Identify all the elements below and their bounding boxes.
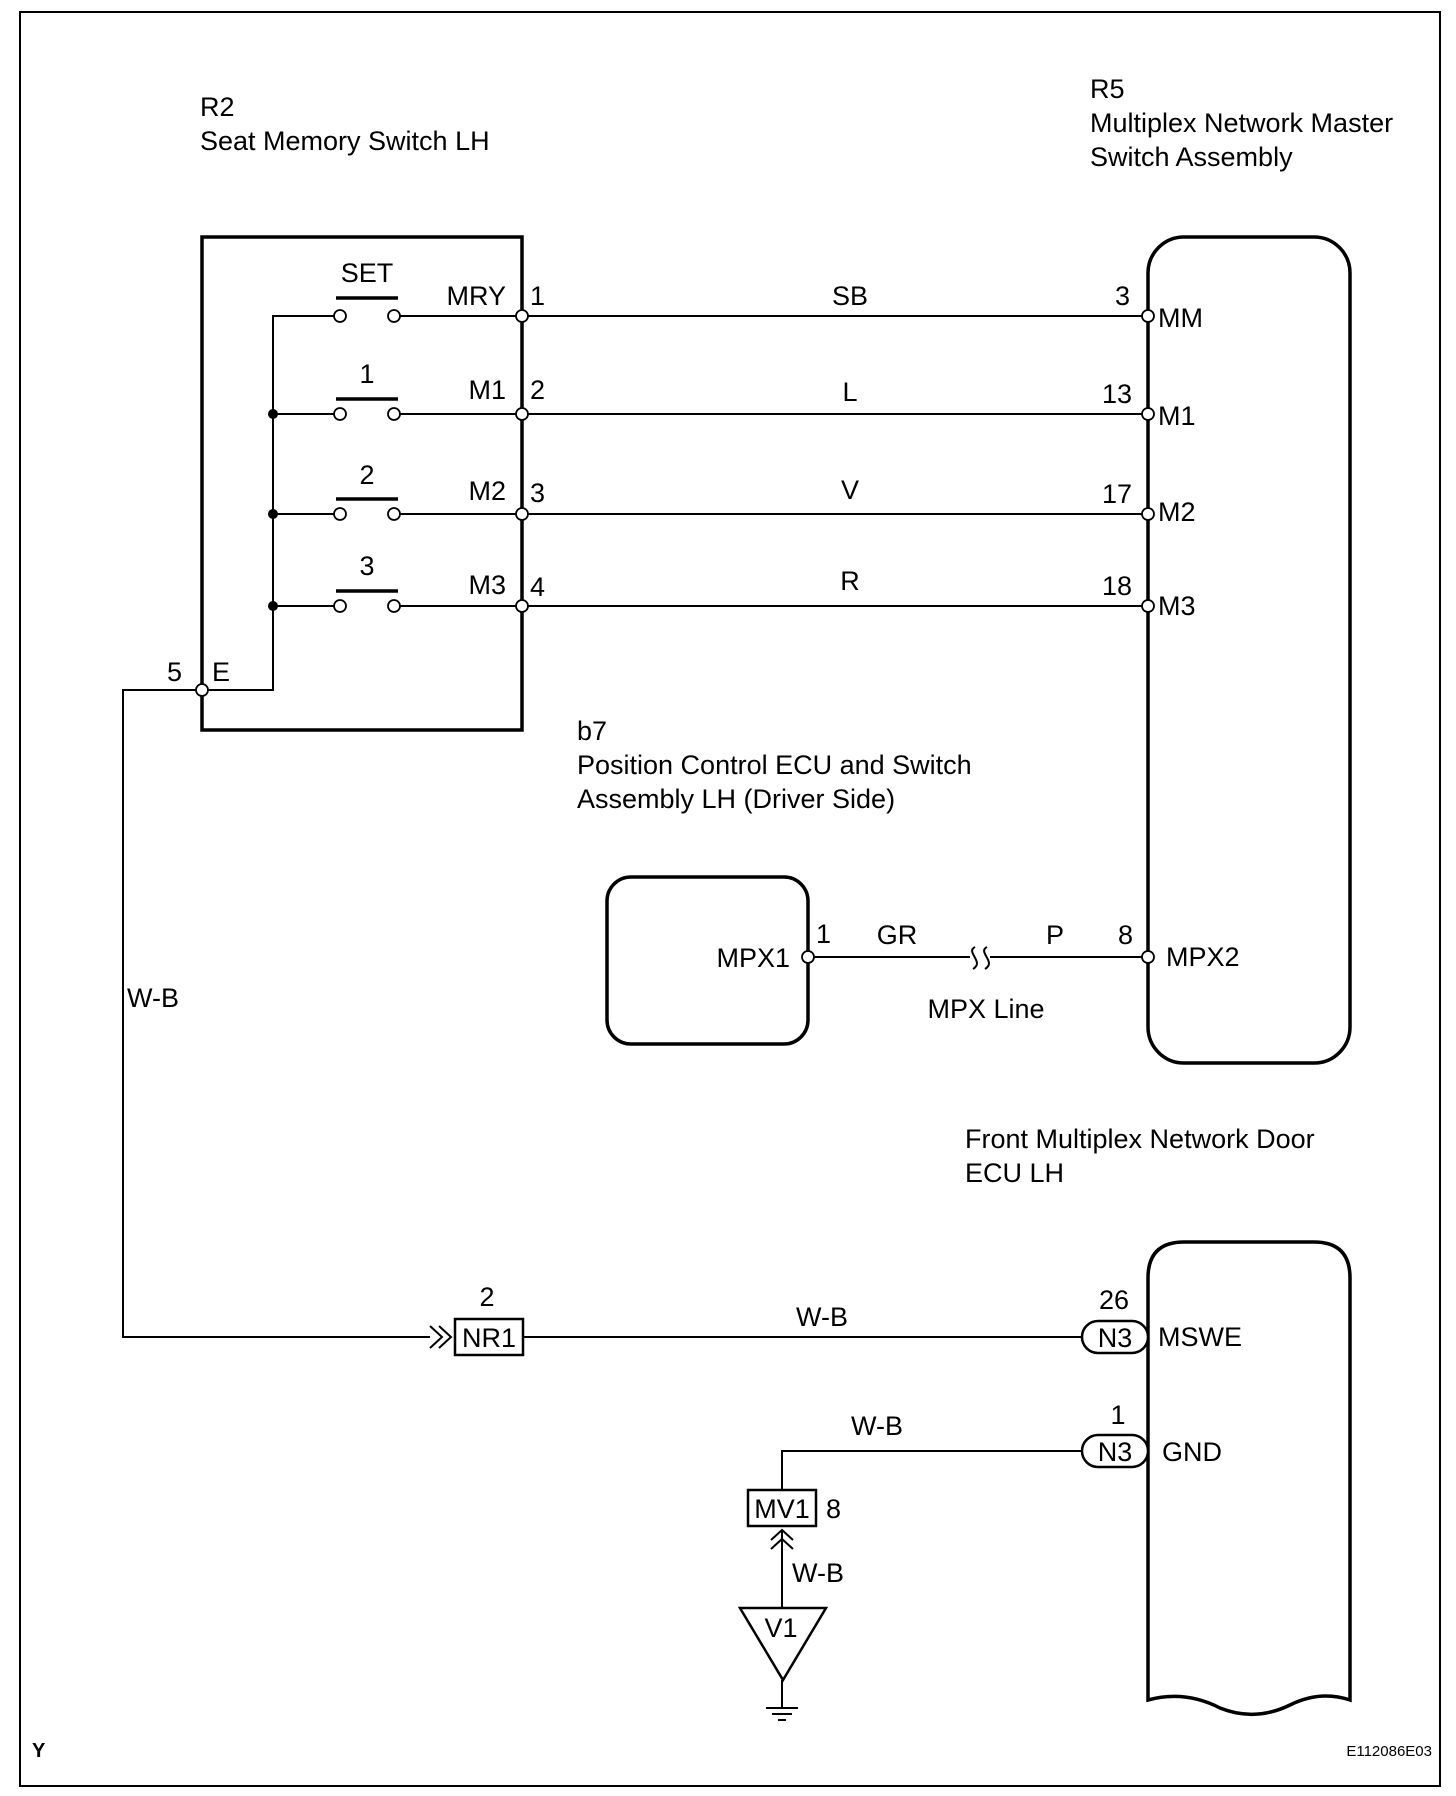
wire-color-wb-vertical: W-B [127,983,179,1013]
wire-color-sb: SB [832,281,868,311]
r2-pin-number-4: 4 [530,572,545,602]
r5-pin-name-m1: M1 [1158,401,1196,431]
n3-label-gnd: N3 [1098,1437,1133,1467]
b7-terminal [801,950,815,964]
nr1-pin: 2 [479,1282,494,1312]
nr1-connector [453,1317,525,1357]
door-ecu-pin-name-mswe: MSWE [1158,1322,1242,1352]
switch-3 [273,589,522,613]
r5-terminal-mpx2 [1141,950,1155,964]
b7-name-line1: Position Control ECU and Switch [577,750,972,780]
n3-connector-mswe [1080,1319,1150,1355]
mpx-wire-color-p: P [1046,920,1064,950]
door-ecu-pin-number-26: 26 [1099,1285,1129,1315]
figure-code: E112086E03 [1346,1743,1432,1760]
r2-pin-name-mry: MRY [446,281,506,311]
r2-pin-number-3: 3 [530,478,545,508]
mpx-line-label: MPX Line [927,994,1044,1024]
r5-terminal [1141,507,1155,521]
switch-label-3: 3 [359,551,374,581]
switch-label-2: 2 [359,460,374,490]
nr1-label: NR1 [462,1323,516,1353]
r2-pin-number-2: 2 [530,375,545,405]
r5-pin-number-8: 8 [1118,920,1133,950]
wire-color-wb-gnd-top: W-B [851,1411,903,1441]
v1-label: V1 [764,1613,797,1643]
nr1-arrow [429,1325,453,1349]
mv1-label: MV1 [754,1494,810,1524]
r5-terminal [1141,407,1155,421]
r2-terminal [515,407,529,421]
door-ecu-name-line2: ECU LH [965,1158,1064,1188]
r2-pin-name-m1: M1 [468,375,506,405]
r5-code: R5 [1090,74,1125,104]
r2-terminal [515,599,529,613]
switch-1 [273,397,522,421]
r5-pin-name-m3: M3 [1158,591,1196,621]
r5-pin-name-mpx2: MPX2 [1166,942,1240,972]
wire-wb-gnd [781,1450,1082,1490]
switch-label-1: 1 [359,359,374,389]
r5-name-line1: Multiplex Network Master [1090,108,1393,138]
r5-pin-name-m2: M2 [1158,497,1196,527]
mv1-connector [746,1488,818,1528]
door-ecu-pin-name-gnd: GND [1162,1437,1222,1467]
diagram-frame [19,11,1441,1787]
switch-set [273,296,522,323]
r5-pin-number-3: 3 [1115,281,1130,311]
mpx-line-break [971,946,990,970]
r2-box [200,235,524,732]
mpx-wire-color-gr: GR [877,920,918,950]
n3-label-mswe: N3 [1098,1323,1133,1353]
b7-code: b7 [577,716,607,746]
wire-color-wb-gnd-bottom: W-B [792,1558,844,1588]
b7-pin-number: 1 [816,919,831,949]
r5-terminal [1141,309,1155,323]
v1-ground-point [737,1606,829,1683]
r2-terminal [515,507,529,521]
r5-pin-number-17: 17 [1102,479,1132,509]
door-ecu-box [1146,1240,1352,1717]
r5-name-line2: Switch Assembly [1090,142,1293,172]
corner-mark: Y [32,1740,46,1762]
r5-terminal [1141,599,1155,613]
r5-box [1146,235,1352,1065]
r2-code: R2 [200,92,235,122]
b7-name-line2: Assembly LH (Driver Side) [577,784,895,814]
chassis-ground-icon [766,1707,798,1721]
r5-pin-name-mm: MM [1158,303,1203,333]
switch-label-set: SET [341,258,394,288]
r2-pin-name-m3: M3 [468,570,506,600]
r2-ground-pin-name: E [212,657,230,687]
door-ecu-pin-number-1: 1 [1110,1400,1125,1430]
r2-pin-number-1: 1 [530,281,545,311]
wire-color-v: V [841,475,859,505]
mv1-pin: 8 [826,1494,841,1524]
wire-color-l: L [842,377,857,407]
switch-2 [273,497,522,521]
wire-wb-vertical [122,689,430,1338]
r2-name: Seat Memory Switch LH [200,126,490,156]
r2-pin-name-m2: M2 [468,476,506,506]
r2-switch-bus [202,315,340,691]
r2-terminal-e [195,683,209,697]
r5-pin-number-18: 18 [1102,571,1132,601]
r2-ground-pin-number: 5 [167,657,182,687]
r2-terminal [515,309,529,323]
r5-pin-number-13: 13 [1102,379,1132,409]
wire-color-r: R [840,566,860,596]
b7-pin-name-mpx1: MPX1 [716,943,790,973]
door-ecu-name-line1: Front Multiplex Network Door [965,1124,1315,1154]
wire-color-wb-mswe: W-B [796,1302,848,1332]
